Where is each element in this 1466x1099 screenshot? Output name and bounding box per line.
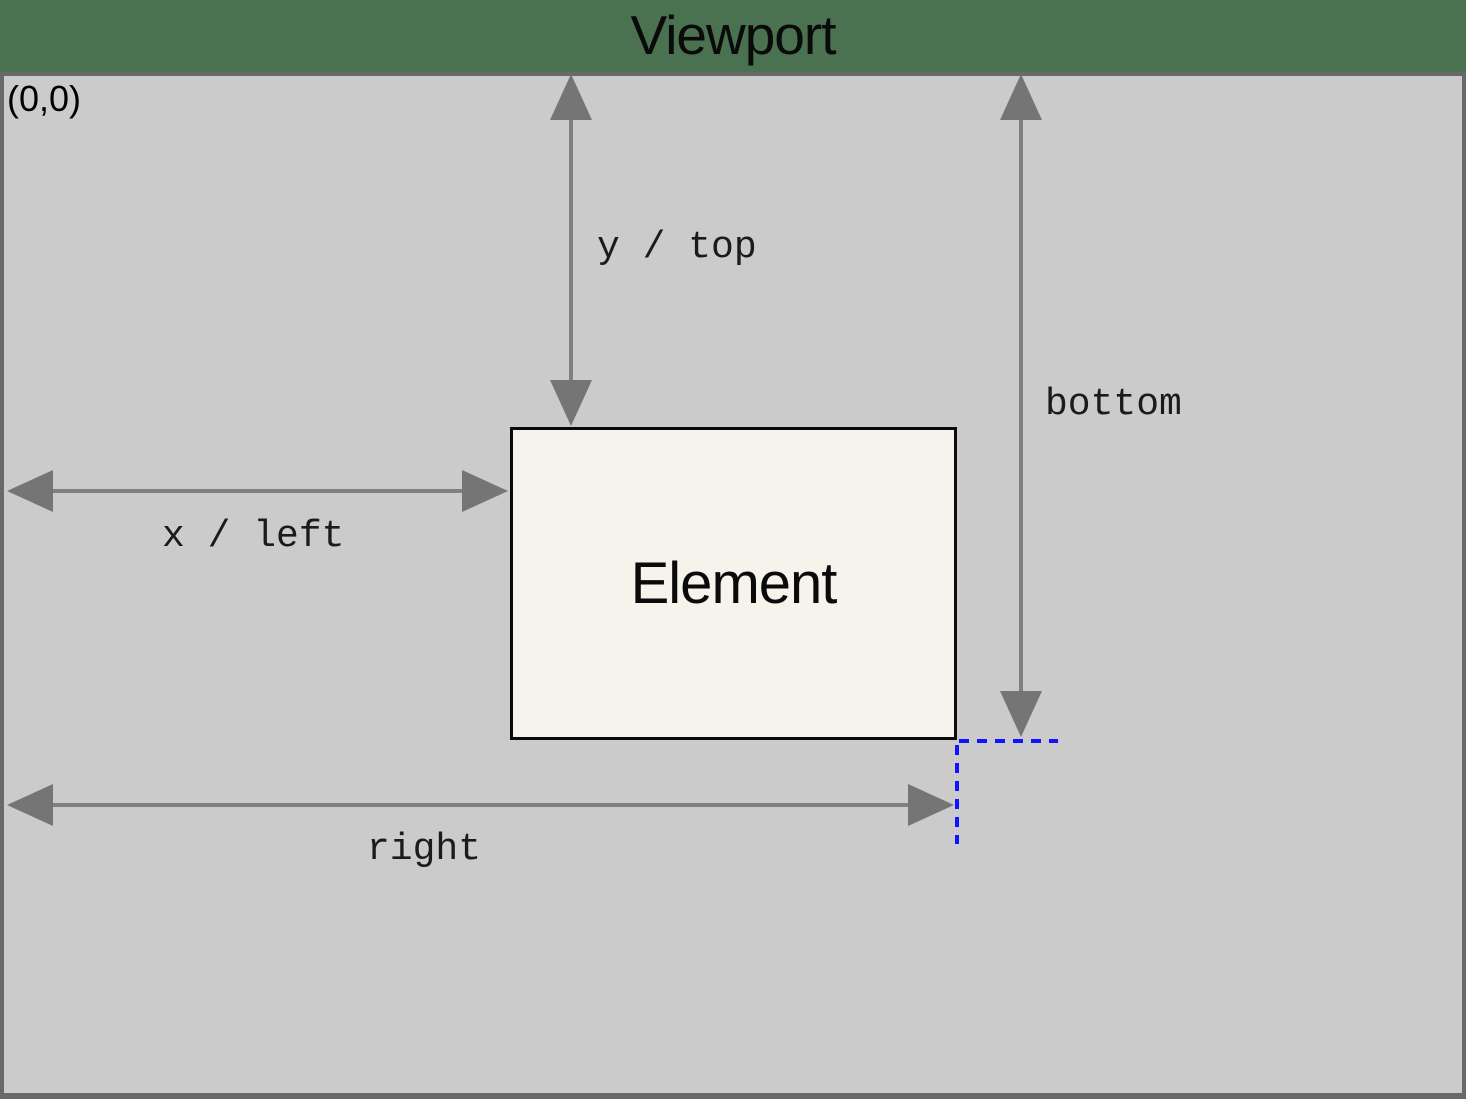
y-top-measurement-label: y / top [597,226,757,269]
origin-coordinates-label: (0,0) [7,78,82,119]
element-label: Element [630,551,838,616]
right-measurement-label: right [367,828,482,871]
element-box: Element [510,427,957,740]
title-band: Viewport [0,0,1466,72]
diagram-title: Viewport [630,4,837,66]
bottom-measurement-label: bottom [1045,383,1182,426]
x-left-measurement-label: x / left [162,515,345,558]
